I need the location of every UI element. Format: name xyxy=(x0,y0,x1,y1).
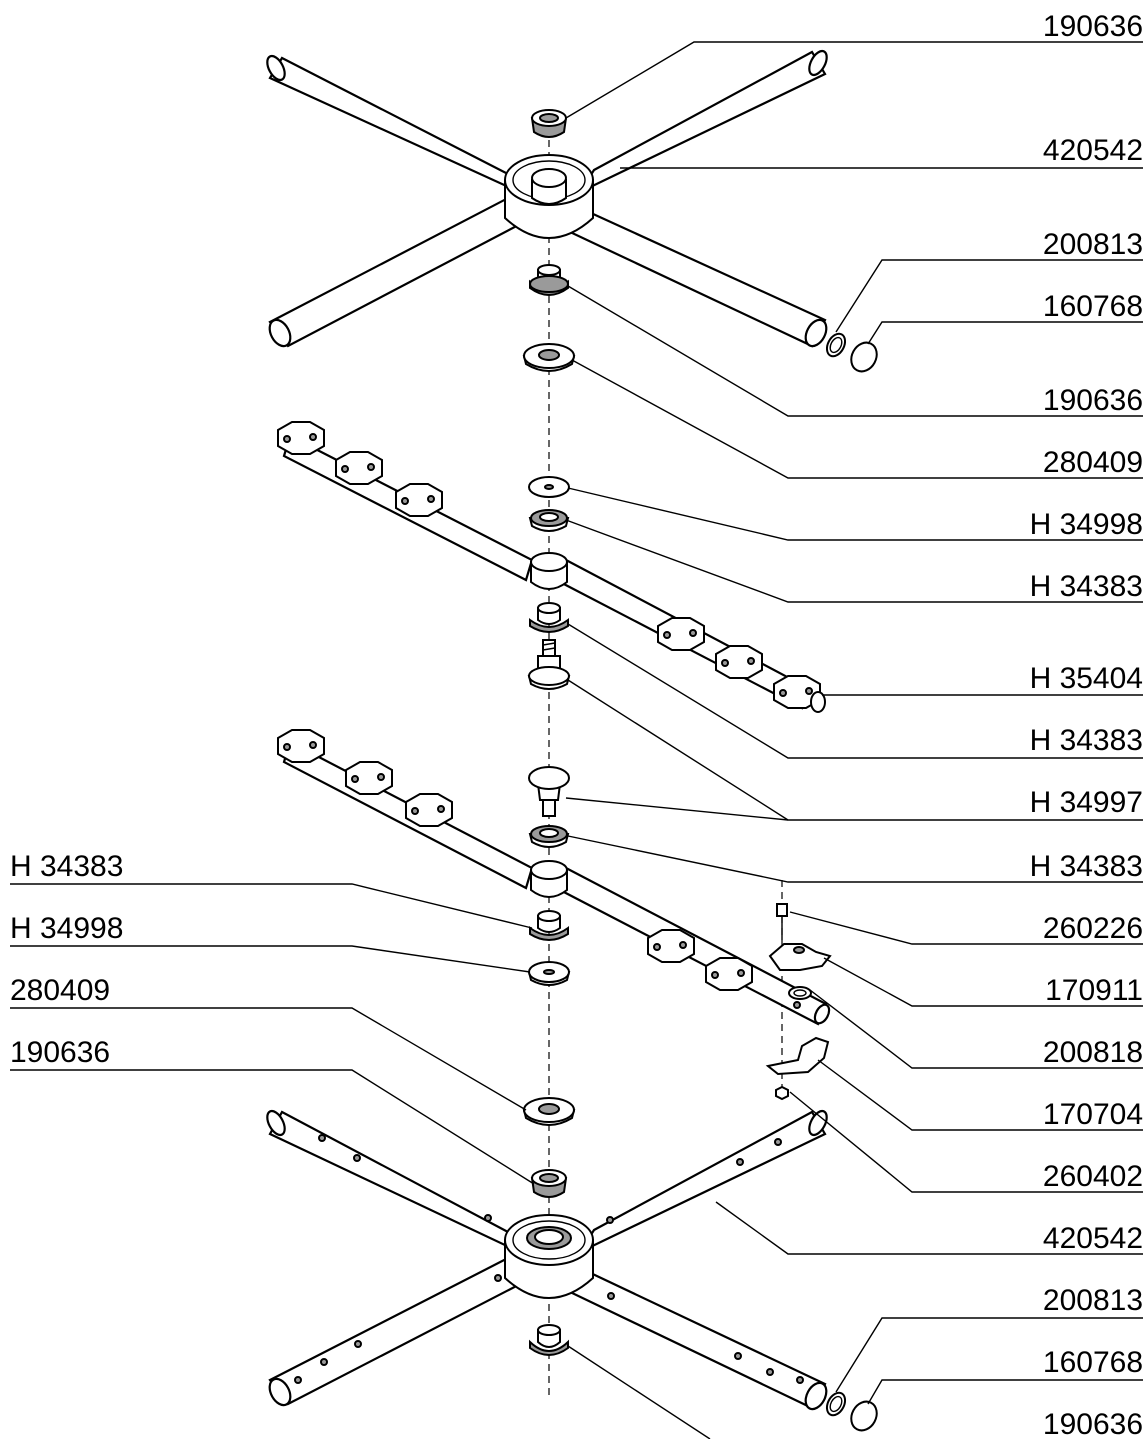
part-label: 260402 xyxy=(1043,1160,1143,1193)
part-labels-right: 190636 420542 200813 160768 190636 28040… xyxy=(1030,10,1143,1439)
bush-h34383-lower-under xyxy=(529,910,569,941)
nut-260402 xyxy=(775,1085,789,1101)
bush-190636-top xyxy=(530,109,568,138)
nut-280409-lower xyxy=(522,1097,576,1126)
lower-spray-arm xyxy=(266,1109,828,1411)
part-label: H 35404 xyxy=(1030,662,1143,695)
screw-260226 xyxy=(776,903,788,940)
part-label: 190636 xyxy=(1043,10,1143,43)
part-label: 160768 xyxy=(1043,290,1143,323)
part-label: 280409 xyxy=(10,974,110,1007)
screw-h35404 xyxy=(527,639,571,690)
nut-280409-upper xyxy=(522,343,576,372)
part-label: H 34998 xyxy=(10,912,123,945)
part-label: H 34997 xyxy=(1030,786,1143,819)
part-label: 170704 xyxy=(1043,1098,1143,1131)
part-label: 190636 xyxy=(1043,384,1143,417)
part-label: 190636 xyxy=(10,1036,110,1069)
part-labels-left: H 34383 H 34998 280409 190636 xyxy=(10,850,123,1069)
part-label: 160768 xyxy=(1043,1346,1143,1379)
part-label: 420542 xyxy=(1043,1222,1143,1255)
clamp-170704 xyxy=(765,1036,830,1076)
part-label: H 34383 xyxy=(1030,850,1143,883)
part-label: 260226 xyxy=(1043,912,1143,945)
part-label: 170911 xyxy=(1045,974,1143,1007)
part-label: H 34998 xyxy=(1030,508,1143,541)
part-label: 200818 xyxy=(1043,1036,1143,1069)
washer-h34998-upper xyxy=(528,476,570,498)
part-label: 280409 xyxy=(1043,446,1143,479)
ring-200813-top xyxy=(825,332,847,358)
part-label: H 34383 xyxy=(10,850,123,883)
part-label: H 34383 xyxy=(1030,570,1143,603)
lower-spray-bar xyxy=(277,729,831,1026)
clamp-170911 xyxy=(768,943,832,971)
part-label: 200813 xyxy=(1043,228,1143,261)
cap-160768-bottom xyxy=(850,1400,878,1432)
part-label: 190636 xyxy=(1043,1408,1143,1439)
bush-190636-lower-top xyxy=(530,1169,568,1198)
bush-190636-upper-under xyxy=(529,264,569,296)
part-label: 420542 xyxy=(1043,134,1143,167)
bush-190636-bottom xyxy=(529,1324,569,1356)
cap-160768-top xyxy=(850,341,878,373)
part-label: H 34383 xyxy=(1030,724,1143,757)
part-label: 200813 xyxy=(1043,1284,1143,1317)
ring-200813-bottom xyxy=(825,1391,847,1417)
bush-h34383-lower-top xyxy=(528,825,570,848)
pin-h34997 xyxy=(528,766,570,817)
ring-200818 xyxy=(788,986,812,1000)
upper-spray-arm xyxy=(266,49,828,348)
upper-spray-bar xyxy=(277,421,826,713)
bush-h34383-mid xyxy=(529,602,569,633)
leader-lines xyxy=(10,41,1143,1439)
washer-h34998-lower xyxy=(527,961,571,986)
bush-h34383-upper xyxy=(528,509,570,532)
